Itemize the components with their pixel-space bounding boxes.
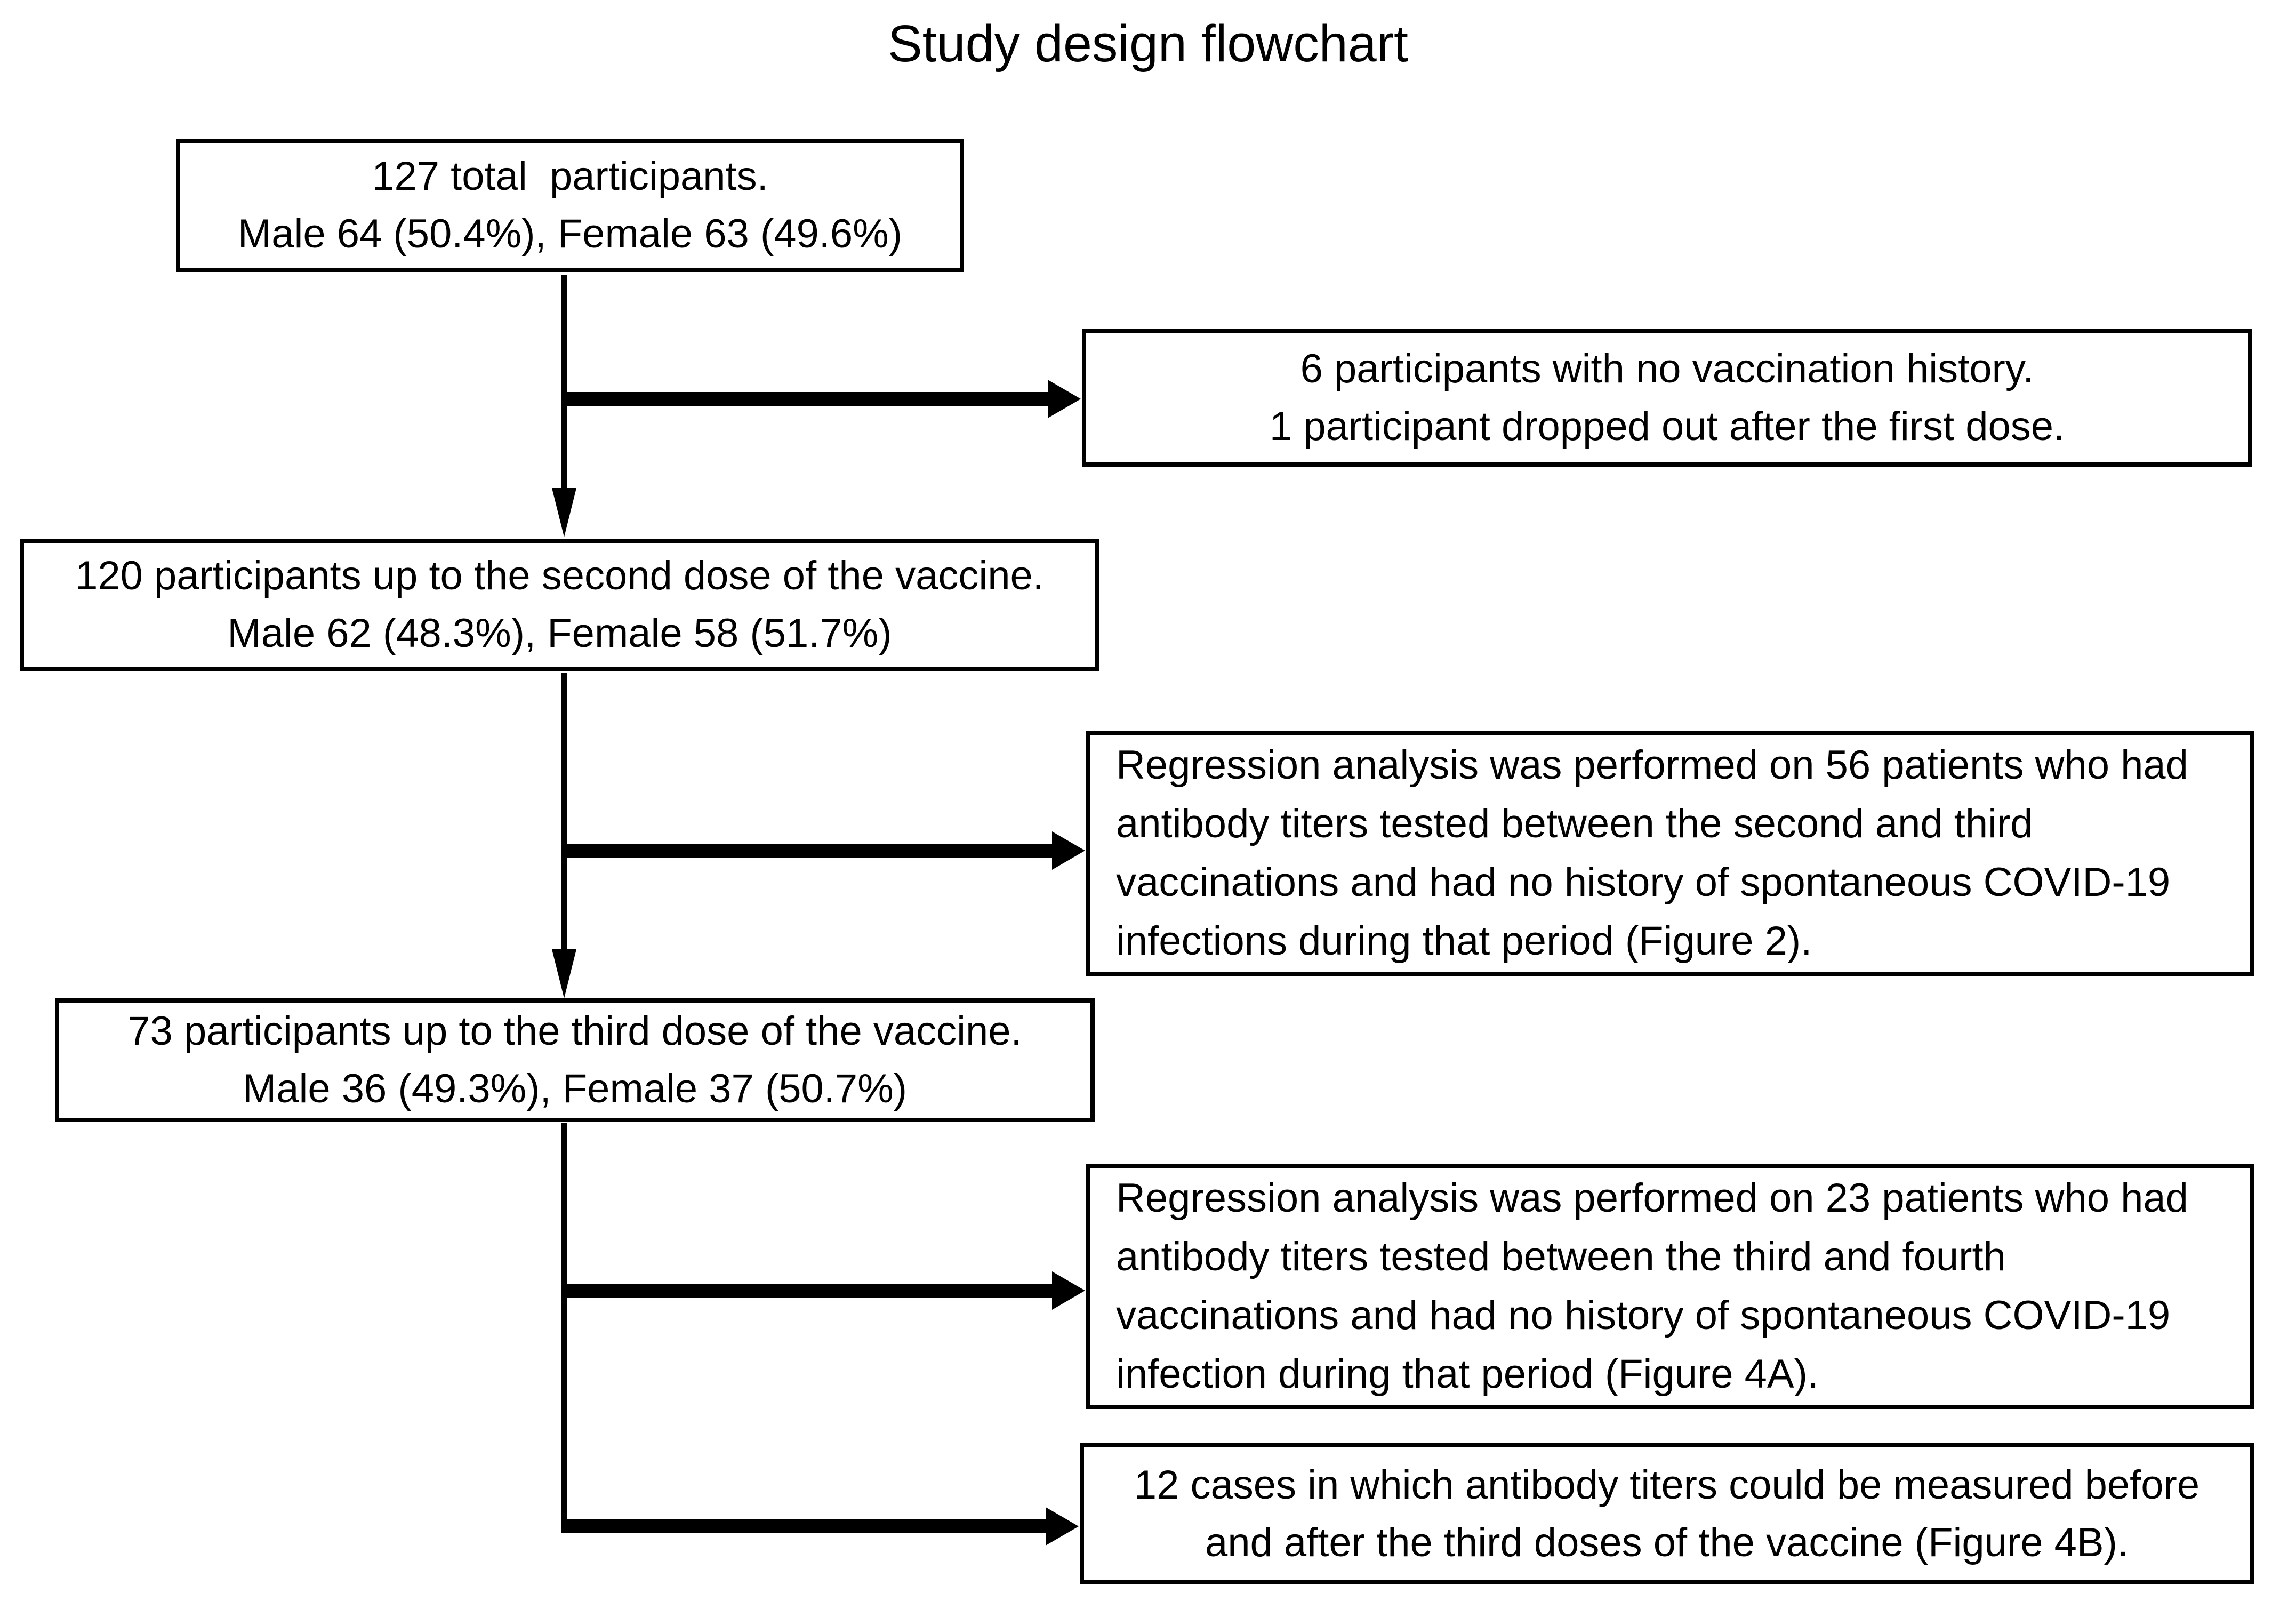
box-regression-third-fourth: Regression analysis was performed on 23 … xyxy=(1086,1164,2254,1409)
arrow-to-measured-cases-arrowhead xyxy=(1046,1507,1079,1546)
arrow-second-to-third-dose-arrowhead xyxy=(552,949,576,998)
arrow-total-to-second-dose-arrowhead xyxy=(552,488,576,537)
box-excluded-no-vaccination: 6 participants with no vaccination histo… xyxy=(1082,329,2252,467)
box-regression-second-third: Regression analysis was performed on 56 … xyxy=(1086,731,2254,976)
box-measured-before-after-text: 12 cases in which antibody titers could … xyxy=(1134,1462,2200,1565)
box-total-participants: 127 total participants. Male 64 (50.4%),… xyxy=(176,139,964,272)
arrow-total-to-second-dose-shaft xyxy=(561,275,567,489)
box-total-participants-text: 127 total participants. Male 64 (50.4%),… xyxy=(237,154,903,257)
box-second-dose-text: 120 participants up to the second dose o… xyxy=(75,553,1044,656)
arrow-to-regression-second-third-arrowhead xyxy=(1052,831,1085,870)
arrow-to-excluded-arrowhead xyxy=(1048,380,1081,418)
flowchart-title: Study design flowchart xyxy=(888,14,1408,73)
box-regression-third-fourth-text: Regression analysis was performed on 23 … xyxy=(1116,1175,2188,1397)
arrow-second-to-third-dose-shaft xyxy=(561,673,567,950)
arrow-to-excluded-shaft xyxy=(561,392,1048,406)
box-regression-second-third-text: Regression analysis was performed on 56 … xyxy=(1116,742,2188,964)
arrow-to-regression-second-third-shaft xyxy=(561,844,1052,858)
arrow-to-measured-cases-shaft xyxy=(561,1519,1046,1533)
box-measured-before-after: 12 cases in which antibody titers could … xyxy=(1080,1443,2254,1584)
box-second-dose: 120 participants up to the second dose o… xyxy=(20,539,1099,671)
box-excluded-no-vaccination-text: 6 participants with no vaccination histo… xyxy=(1269,346,2065,449)
box-third-dose-text: 73 participants up to the third dose of … xyxy=(127,1008,1022,1111)
arrow-to-regression-third-fourth-arrowhead xyxy=(1052,1271,1085,1310)
arrow-third-dose-descender-shaft xyxy=(561,1123,567,1533)
arrow-to-regression-third-fourth-shaft xyxy=(561,1284,1052,1298)
box-third-dose: 73 participants up to the third dose of … xyxy=(55,998,1095,1122)
